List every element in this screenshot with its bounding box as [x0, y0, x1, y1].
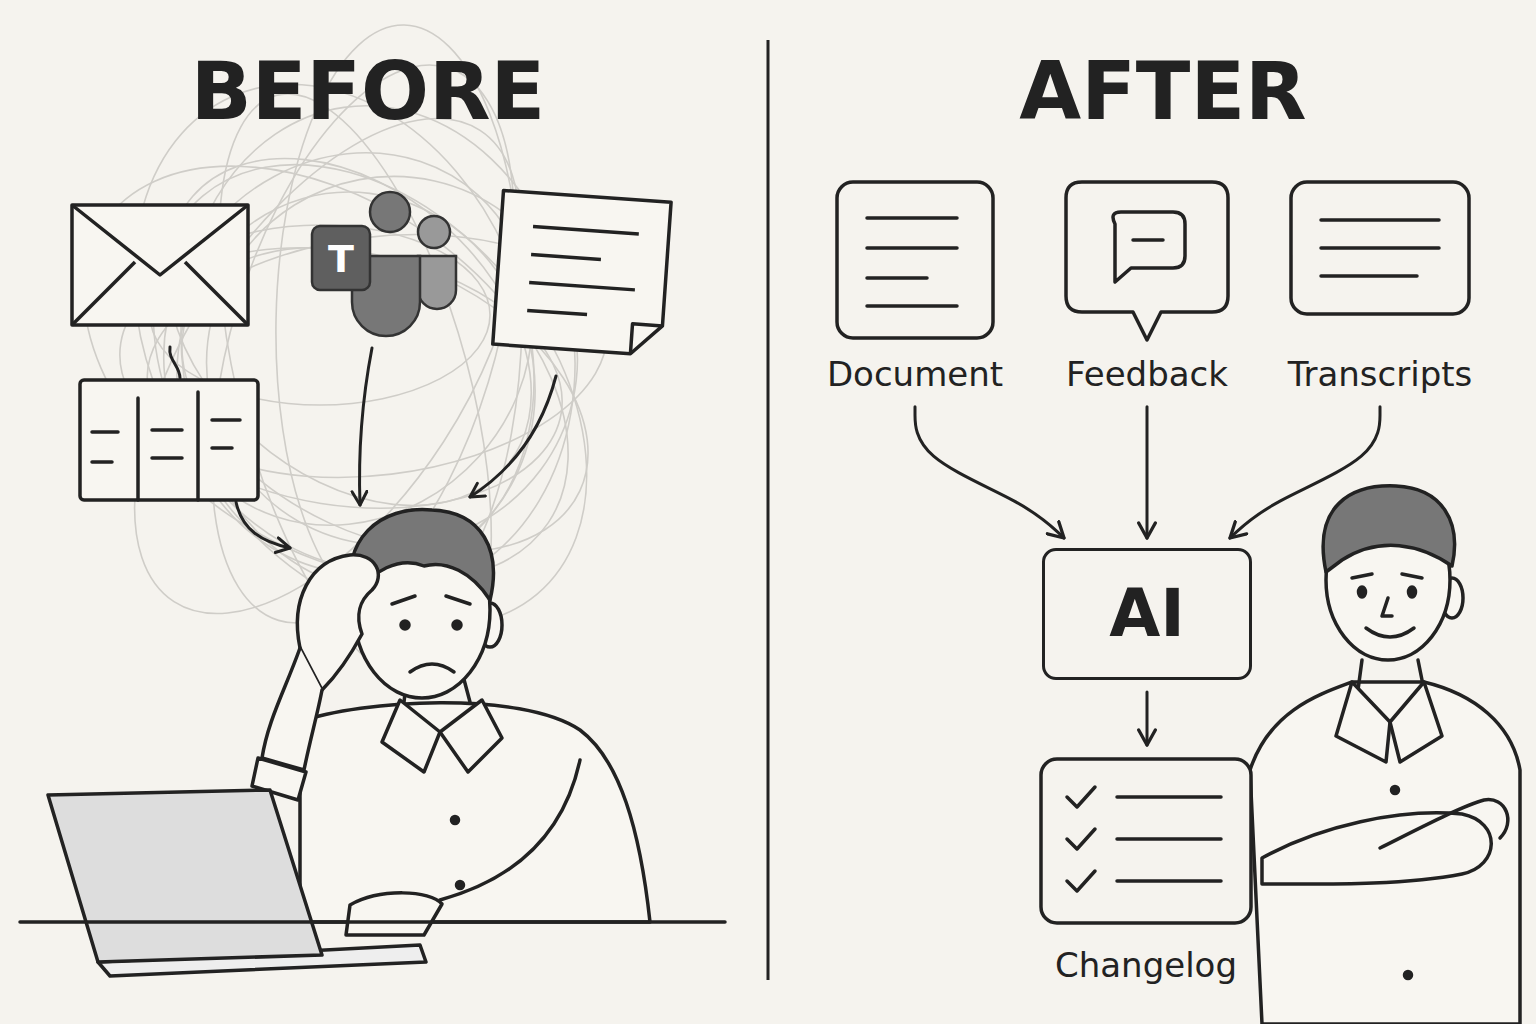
- scribble-line: [65, 80, 675, 710]
- drawing-stroke: [1262, 813, 1491, 884]
- flow-arrows: [170, 347, 556, 548]
- drawing-stroke: [440, 760, 580, 900]
- teams-icon: [312, 192, 456, 336]
- note-icon: [493, 190, 671, 355]
- drawing-stroke: [212, 418, 240, 422]
- check-icon: [1041, 759, 1251, 923]
- drawing-stroke: [418, 256, 456, 309]
- drawing-stroke: [152, 428, 182, 432]
- drawing-stroke: [212, 446, 232, 450]
- drawing-stroke: [527, 310, 587, 314]
- box-label: AI: [1109, 574, 1185, 653]
- doc-icon: [837, 182, 993, 338]
- drawing-stroke: [185, 262, 248, 325]
- scribble-texture: [8, 20, 675, 714]
- drawing-stroke: [440, 700, 502, 772]
- lines-icon: [1291, 182, 1469, 314]
- panel-heading: AFTER: [1019, 52, 1306, 132]
- panel-heading: BEFORE: [191, 52, 546, 132]
- drawing-stroke: [1359, 587, 1366, 597]
- drawing-stroke: [262, 648, 322, 770]
- drawing-stroke: [382, 700, 440, 772]
- drawing-stroke: [401, 621, 409, 629]
- drawing-stroke: [418, 216, 450, 248]
- drawing-stroke: [92, 430, 118, 434]
- icon-outline: [1062, 178, 1232, 344]
- drawing-stroke: [529, 282, 635, 289]
- drawing-stroke: [72, 262, 135, 325]
- drawing-stroke: [72, 205, 248, 325]
- input-icon-box: Transcripts: [1284, 178, 1476, 395]
- drawing-stroke: [1409, 587, 1416, 597]
- drawing-stroke: [152, 456, 182, 460]
- input-icon-box: Document: [824, 178, 1006, 395]
- drawing-stroke: [453, 621, 461, 629]
- drawing-stroke: [72, 205, 248, 275]
- drawing-stroke: [1392, 787, 1399, 794]
- drawing-stroke: [1405, 972, 1412, 979]
- drawing-stroke: [20, 920, 725, 924]
- drawing-stroke: [470, 376, 556, 497]
- drawing-stroke: [236, 502, 290, 548]
- flow-arrow: [1146, 407, 1149, 538]
- input-icon-box: Changelog: [1034, 755, 1258, 986]
- drawing-stroke: [312, 226, 370, 290]
- drawing-stroke: [410, 664, 454, 672]
- drawing-stroke: [392, 596, 470, 604]
- drawing-stroke: [630, 324, 662, 356]
- drawing-stroke: [1366, 628, 1414, 637]
- drawing-stroke: [457, 882, 464, 889]
- email-icon: [72, 205, 248, 325]
- drawing-stroke: [1352, 574, 1422, 578]
- icon-label: Document: [824, 354, 1006, 395]
- icon-label: Changelog: [1034, 945, 1258, 986]
- happy-person: [1250, 486, 1520, 1024]
- drawing-stroke: [1380, 800, 1508, 848]
- flow-arrow: [1146, 692, 1149, 745]
- stressed-person: [20, 510, 725, 976]
- drawing-stroke: [360, 348, 373, 505]
- flow-arrow: [915, 407, 1064, 538]
- drawing-stroke: [452, 817, 459, 824]
- table-icon: [80, 380, 258, 500]
- drawing-stroke: [1390, 682, 1442, 762]
- icon-label: Transcripts: [1284, 354, 1476, 395]
- drawing-stroke: [136, 398, 140, 500]
- flow-arrow: [1230, 407, 1380, 538]
- drawing-stroke: [370, 192, 410, 232]
- drawing-stroke: [48, 790, 322, 962]
- drawing-stroke: [346, 893, 442, 935]
- drawing-stroke: [1358, 660, 1424, 690]
- drawing-stroke: [1250, 682, 1520, 1024]
- divider-line: [767, 40, 770, 980]
- icon-label: Feedback: [1059, 354, 1235, 395]
- icon-outline: [1037, 755, 1255, 927]
- input-icon-box: Feedback: [1059, 178, 1235, 395]
- drawing-stroke: [1336, 682, 1390, 762]
- drawing-stroke: [92, 460, 112, 464]
- icon-outline: [1287, 178, 1473, 318]
- drawing-stroke: [170, 347, 180, 378]
- drawing-stroke: [1323, 486, 1454, 572]
- drawing-stroke: [196, 392, 200, 500]
- drawing-stroke: [533, 227, 639, 234]
- icon-letter: T: [328, 240, 354, 278]
- bubble-icon: [1066, 182, 1228, 340]
- drawing-stroke: [1382, 598, 1392, 616]
- drawing-stroke: [80, 380, 258, 500]
- drawing-stroke: [531, 255, 601, 260]
- icon-outline: [833, 178, 997, 342]
- process-box: AI: [1042, 548, 1252, 680]
- drawing-stroke: [493, 190, 671, 355]
